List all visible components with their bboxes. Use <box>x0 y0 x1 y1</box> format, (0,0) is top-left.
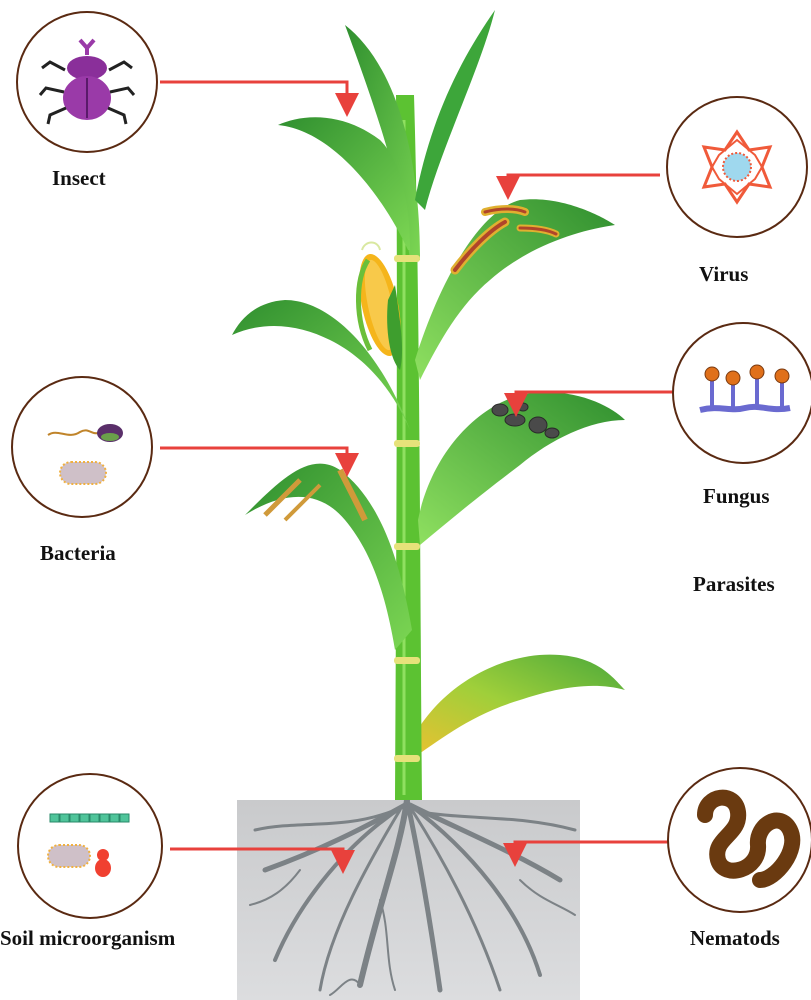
beetle-icon <box>17 12 157 152</box>
virus-label: Virus <box>699 262 748 287</box>
virus-icon <box>667 97 807 237</box>
soil-microorganism-label: Soil microorganism <box>0 926 175 951</box>
virus-arrow <box>508 175 660 188</box>
insect-arrow <box>160 82 347 105</box>
fungus-label: Fungus <box>703 484 770 509</box>
bacteria-label: Bacteria <box>40 541 116 566</box>
insect-label: Insect <box>52 166 106 191</box>
parasites-label: Parasites <box>693 572 775 597</box>
leaf-bacteria <box>245 464 412 650</box>
nematods-label: Nematods <box>690 926 780 951</box>
soil-microorganism-icon <box>18 774 162 918</box>
leaf-lower-right <box>405 655 625 760</box>
leaf-virus <box>415 199 615 380</box>
bacteria-arrow <box>160 448 347 465</box>
leaf-top-right <box>415 10 495 210</box>
bacteria-icon <box>12 377 152 517</box>
nematode-worm-icon <box>668 768 811 912</box>
fungus-icon <box>673 323 811 463</box>
soil-block <box>237 800 580 1000</box>
